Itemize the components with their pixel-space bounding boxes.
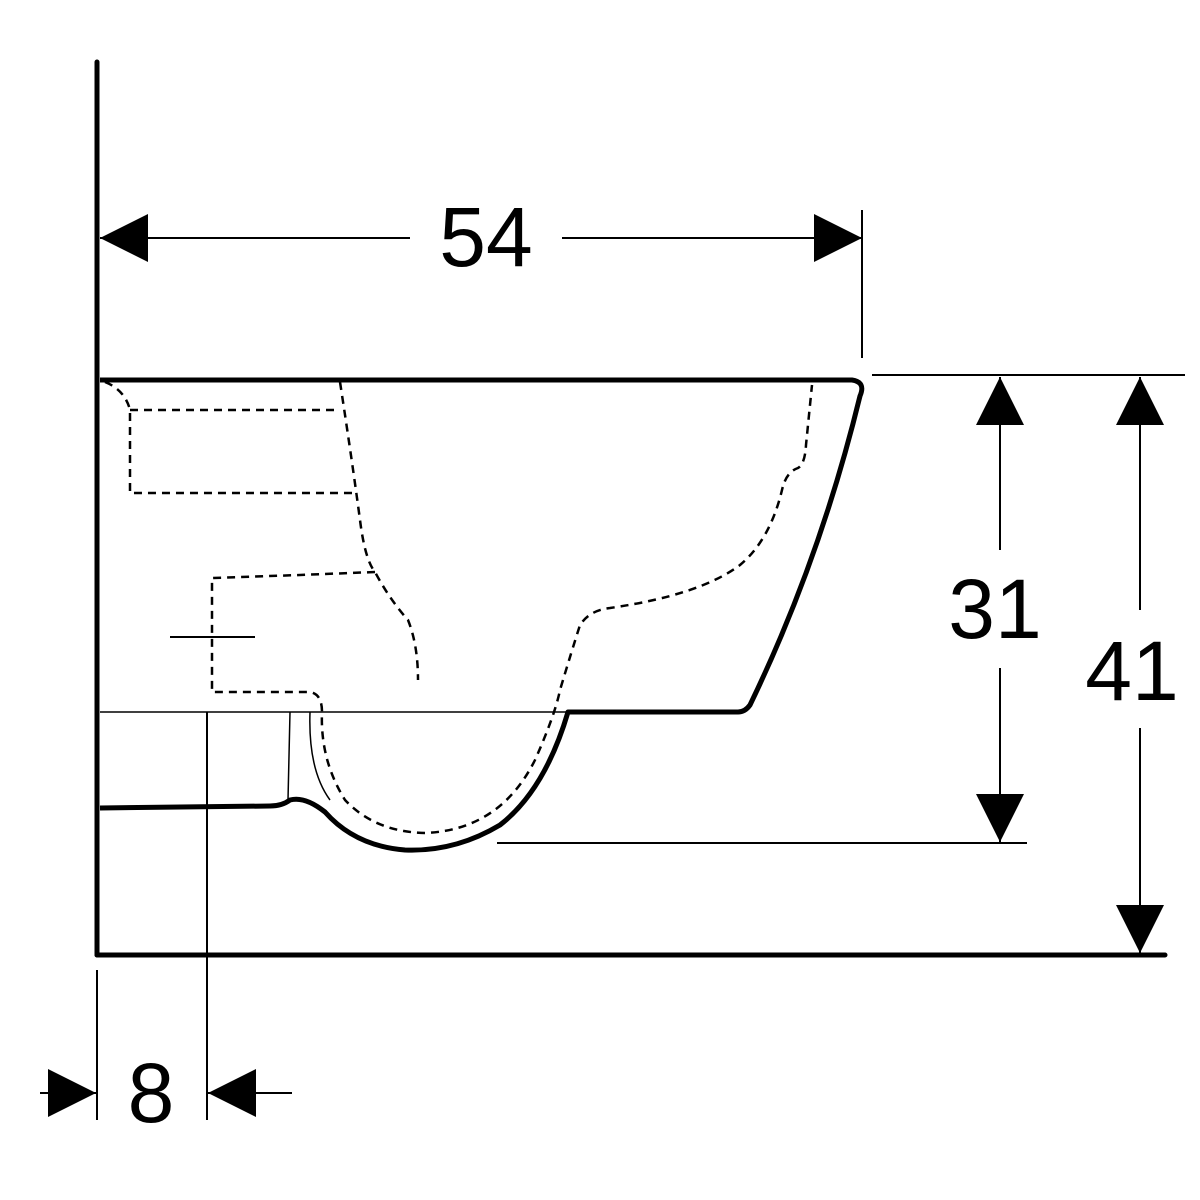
dimension-label-41: 41 xyxy=(1085,624,1178,718)
toilet-outline xyxy=(99,377,865,853)
dimension-label-31: 31 xyxy=(948,562,1041,656)
hidden-lines xyxy=(104,380,814,835)
outlet-pipe xyxy=(287,711,331,801)
dimension-label-54: 54 xyxy=(439,190,532,284)
dimension-label-8: 8 xyxy=(128,1046,175,1140)
